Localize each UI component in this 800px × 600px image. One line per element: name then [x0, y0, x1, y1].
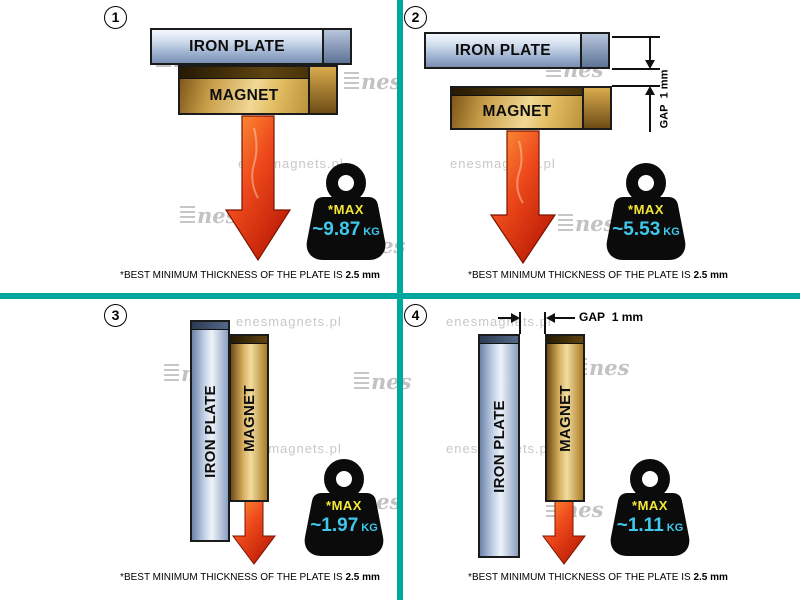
magnet-3: MAGNET [229, 334, 269, 502]
magnet-4-label: MAGNET [556, 384, 574, 452]
site-watermark: enesmagnets.pl [446, 314, 552, 329]
enes-logo-watermark: nes [558, 213, 615, 234]
enes-logo-bars-icon [354, 372, 369, 391]
panel-2-number: 2 [404, 6, 427, 29]
weight-max-label: *MAX [632, 498, 668, 513]
kettlebell-icon [306, 163, 386, 260]
site-watermark: enesmagnets.pl [236, 314, 342, 329]
weight-max-label: *MAX [628, 202, 664, 217]
iron-plate-1-label: IRON PLATE [189, 37, 285, 55]
iron-plate-2-label: IRON PLATE [455, 41, 551, 59]
magnet-2-side-face [582, 88, 610, 128]
iron-plate-2-side-face [580, 34, 608, 67]
weight-max-label: *MAX [328, 202, 364, 217]
iron-plate-4-label: IRON PLATE [490, 399, 508, 493]
dimension-line [649, 38, 651, 62]
dimension-line [612, 85, 660, 87]
weight-unit: KG [361, 522, 378, 534]
caption-4: *BEST MINIMUM THICKNESS OF THE PLATE IS … [468, 572, 728, 583]
magnet-1-side-face [308, 67, 336, 113]
iron-plate-4-top-face [480, 336, 518, 344]
kettlebell-icon [610, 459, 690, 556]
dimension-line [544, 312, 546, 334]
weight-unit: KG [363, 226, 380, 238]
magnet-1-top-face [180, 67, 336, 79]
pull-force-arrow-2 [489, 130, 557, 265]
iron-plate-2: IRON PLATE [424, 32, 610, 69]
panel-3-number: 3 [104, 304, 127, 327]
magnet-3-top-face [231, 336, 267, 344]
dimension-arrow-right-icon [511, 313, 520, 323]
enes-logo-bars-icon [180, 206, 195, 225]
iron-plate-3-top-face [192, 322, 228, 330]
magnet-2-top-face [452, 88, 610, 96]
magnet-1-label: MAGNET [209, 87, 279, 104]
iron-plate-3-label: IRON PLATE [201, 384, 219, 478]
iron-plate-4: IRON PLATE [478, 334, 520, 558]
quadrant-divider-horizontal [0, 293, 800, 299]
gap-label-2: GAP 1 mm [658, 69, 670, 129]
caption-1: *BEST MINIMUM THICKNESS OF THE PLATE IS … [120, 270, 380, 281]
panel-4-number: 4 [404, 304, 427, 327]
iron-plate-1: IRON PLATE [150, 28, 352, 65]
magnet-2-label: MAGNET [482, 103, 552, 120]
dimension-line [519, 312, 521, 334]
weight-max-label: *MAX [326, 498, 362, 513]
dimension-line [612, 36, 660, 38]
dimension-line [649, 94, 651, 132]
enes-logo-watermark: nes [344, 71, 401, 92]
magnet-3-label: MAGNET [240, 384, 258, 452]
pull-force-arrow-1 [224, 115, 292, 262]
kettlebell-icon [606, 163, 686, 260]
caption-3: *BEST MINIMUM THICKNESS OF THE PLATE IS … [120, 572, 380, 583]
iron-plate-1-side-face [322, 30, 350, 63]
dimension-line [498, 317, 514, 319]
enes-logo-bars-icon [344, 72, 359, 91]
dimension-arrow-left-icon [546, 313, 555, 323]
dimension-line [549, 317, 575, 319]
weight-unit: KG [666, 522, 684, 534]
dimension-arrow-up-icon [645, 86, 655, 95]
enes-logo-bars-icon [164, 364, 179, 383]
enes-logo-bars-icon [558, 214, 573, 233]
dimension-arrow-down-icon [645, 60, 655, 69]
magnet-4: MAGNET [545, 334, 585, 502]
caption-2: *BEST MINIMUM THICKNESS OF THE PLATE IS … [468, 270, 728, 281]
pull-force-arrow-4 [542, 497, 586, 565]
panel-1-number: 1 [104, 6, 127, 29]
magnet-2: MAGNET [450, 86, 612, 130]
dimension-line [612, 68, 660, 70]
weight-unit: KG [663, 226, 680, 238]
pull-force-arrow-3 [232, 497, 276, 565]
magnet-4-top-face [547, 336, 583, 344]
quadrant-divider-vertical [397, 0, 403, 600]
iron-plate-3: IRON PLATE [190, 320, 230, 542]
gap-label-4: GAP 1 mm [579, 310, 644, 324]
kettlebell-icon [304, 459, 384, 556]
magnet-1: MAGNET [178, 65, 338, 115]
